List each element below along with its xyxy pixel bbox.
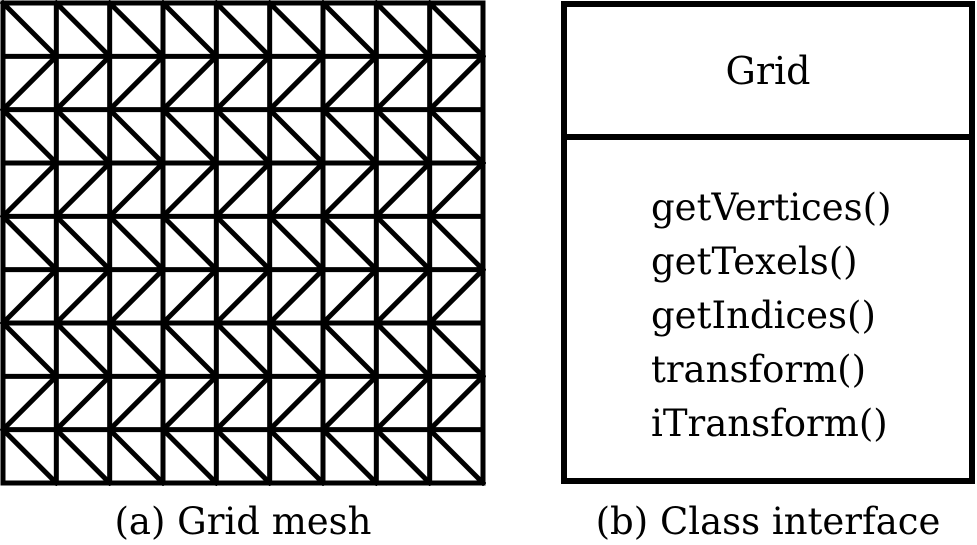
uml-class-box: Grid getVertices() getTexels() getIndice… <box>561 1 975 484</box>
mesh-diagonal <box>106 159 167 220</box>
mesh-diagonal <box>372 319 434 380</box>
mesh-diagonal <box>426 0 486 60</box>
mesh-diagonal <box>52 372 114 434</box>
mesh-diagonal <box>319 426 380 486</box>
mesh-diagonal <box>106 319 167 380</box>
mesh-diagonal <box>319 212 380 274</box>
mesh-diagonal <box>0 426 60 486</box>
mesh-diagonal <box>159 106 220 167</box>
mesh-diagonal <box>372 106 434 167</box>
mesh-diagonal <box>426 52 486 114</box>
mesh-diagonal <box>52 106 114 167</box>
mesh-diagonal <box>212 106 274 167</box>
mesh-diagonal <box>372 266 434 327</box>
mesh-diagonal <box>266 372 327 434</box>
uml-method: getVertices() <box>651 186 892 229</box>
mesh-diagonal <box>52 0 114 60</box>
mesh-diagonal <box>319 372 380 434</box>
mesh-diagonal <box>212 426 274 486</box>
mesh-diagonal <box>426 319 486 380</box>
mesh-diagonal <box>426 106 486 167</box>
mesh-diagonal <box>52 159 114 220</box>
mesh-diagonal <box>106 0 167 60</box>
mesh-diagonal <box>106 52 167 114</box>
mesh-diagonal <box>52 266 114 327</box>
mesh-diagonal <box>212 159 274 220</box>
mesh-diagonal <box>159 159 220 220</box>
mesh-diagonal <box>106 106 167 167</box>
uml-method: transform() <box>651 348 867 391</box>
mesh-diagonal <box>159 212 220 274</box>
mesh-diagonal <box>266 52 327 114</box>
mesh-diagonal <box>52 319 114 380</box>
mesh-diagonal <box>266 106 327 167</box>
mesh-diagonal <box>0 0 60 60</box>
mesh-diagonal <box>266 159 327 220</box>
mesh-diagonal <box>0 212 60 274</box>
mesh-diagonal <box>266 266 327 327</box>
mesh-diagonal <box>0 372 60 434</box>
mesh-diagonal <box>426 212 486 274</box>
mesh-diagonal <box>266 0 327 60</box>
mesh-diagonal <box>0 52 60 114</box>
mesh-diagonal <box>159 372 220 434</box>
caption-grid-mesh: (a) Grid mesh <box>114 500 372 543</box>
mesh-diagonal <box>159 0 220 60</box>
mesh-diagonal <box>52 52 114 114</box>
grid-mesh-svg <box>0 0 486 486</box>
mesh-diagonal <box>319 159 380 220</box>
mesh-diagonal <box>266 319 327 380</box>
mesh-diagonal <box>266 212 327 274</box>
mesh-diagonal <box>319 266 380 327</box>
mesh-diagonal <box>319 52 380 114</box>
mesh-diagonal <box>0 266 60 327</box>
mesh-diagonal <box>426 372 486 434</box>
mesh-diagonal <box>372 372 434 434</box>
mesh-diagonal <box>319 106 380 167</box>
uml-method-list: getVertices() getTexels() getIndices() t… <box>651 181 892 451</box>
mesh-diagonal <box>0 319 60 380</box>
mesh-diagonal <box>212 52 274 114</box>
uml-class-header: Grid <box>567 7 969 140</box>
mesh-diagonal <box>319 0 380 60</box>
mesh-diagonal <box>266 426 327 486</box>
mesh-diagonal <box>159 52 220 114</box>
mesh-diagonal <box>212 266 274 327</box>
mesh-diagonal <box>212 372 274 434</box>
mesh-diagonal <box>0 106 60 167</box>
uml-method: getIndices() <box>651 294 876 337</box>
mesh-diagonal <box>212 212 274 274</box>
mesh-diagonal <box>52 426 114 486</box>
mesh-diagonal <box>159 319 220 380</box>
mesh-diagonal <box>426 426 486 486</box>
uml-method: getTexels() <box>651 240 858 283</box>
mesh-diagonal <box>106 212 167 274</box>
mesh-diagonal <box>372 0 434 60</box>
mesh-diagonal <box>319 319 380 380</box>
uml-class-name: Grid <box>725 48 811 93</box>
mesh-diagonal <box>0 159 60 220</box>
mesh-diagonal <box>372 159 434 220</box>
mesh-diagonal <box>372 52 434 114</box>
uml-method: iTransform() <box>651 402 888 445</box>
mesh-diagonal <box>372 212 434 274</box>
mesh-diagonal <box>212 319 274 380</box>
mesh-diagonal <box>212 0 274 60</box>
mesh-diagonal <box>52 212 114 274</box>
grid-mesh-diagram <box>0 0 486 486</box>
mesh-diagonal <box>106 266 167 327</box>
caption-class-interface: (b) Class interface <box>595 500 941 543</box>
mesh-diagonal <box>372 426 434 486</box>
mesh-diagonal <box>159 266 220 327</box>
mesh-diagonal <box>426 266 486 327</box>
mesh-diagonal <box>106 426 167 486</box>
mesh-diagonal <box>106 372 167 434</box>
mesh-diagonal <box>426 159 486 220</box>
mesh-diagonal <box>159 426 220 486</box>
